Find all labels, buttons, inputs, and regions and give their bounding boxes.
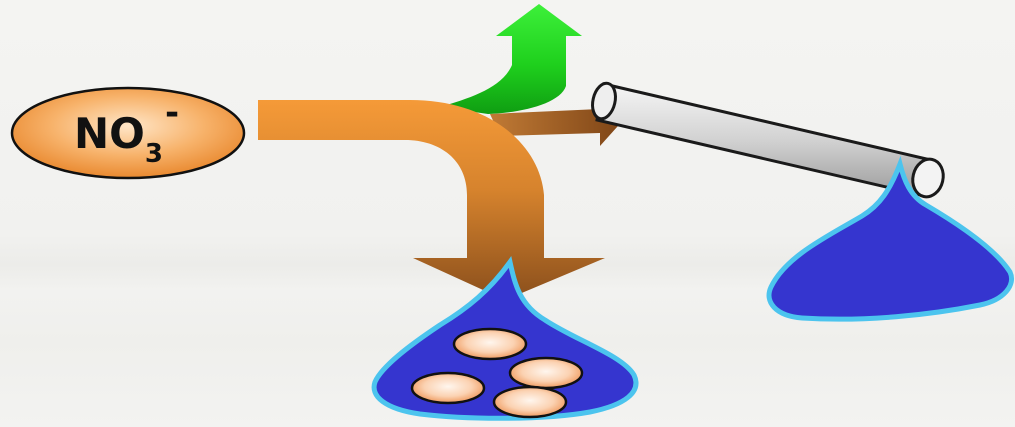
pellet (412, 373, 484, 403)
droplet-icon (769, 164, 1011, 319)
droplet-with-pellets (374, 262, 636, 418)
nitrate-text: NO (74, 109, 145, 158)
pellet (494, 387, 566, 417)
pellet (510, 358, 582, 388)
nitrate-superscript: - (165, 93, 179, 133)
arrow-up-icon (440, 4, 582, 114)
nitrate-subscript: 3 (145, 139, 163, 169)
pellet (454, 329, 526, 359)
nitrate-label: NO3- (12, 88, 244, 178)
